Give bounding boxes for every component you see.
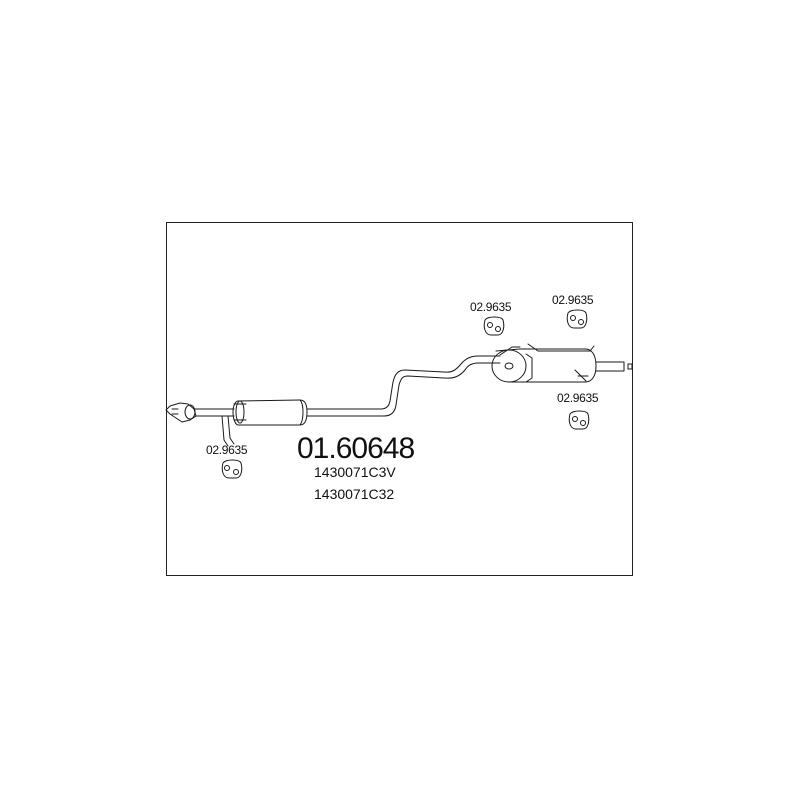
- rubber-hanger-icon: [483, 316, 505, 336]
- oem-number-1: 1430071C3V: [314, 464, 396, 480]
- rubber-hanger-icon: [568, 410, 590, 430]
- rubber-hanger-icon: [566, 309, 588, 329]
- hanger-label-rear-bottom: 02.9635: [557, 391, 599, 405]
- front-pipe: [193, 408, 235, 447]
- hanger-label-front: 02.9635: [206, 443, 248, 457]
- oem-number-2: 1430071C32: [314, 486, 395, 502]
- part-number: 01.60648: [297, 432, 415, 465]
- center-pipe: [306, 355, 501, 417]
- hanger-label-rear-top-right: 02.9635: [552, 293, 594, 307]
- tail-pipe: [595, 361, 633, 372]
- rubber-hanger-icon: [221, 459, 243, 479]
- hanger-label-rear-top-left: 02.9635: [470, 300, 512, 314]
- middle-silencer: [232, 399, 308, 426]
- rear-silencer: [491, 343, 597, 383]
- diagram-frame: [166, 222, 633, 576]
- front-flange: [165, 402, 197, 423]
